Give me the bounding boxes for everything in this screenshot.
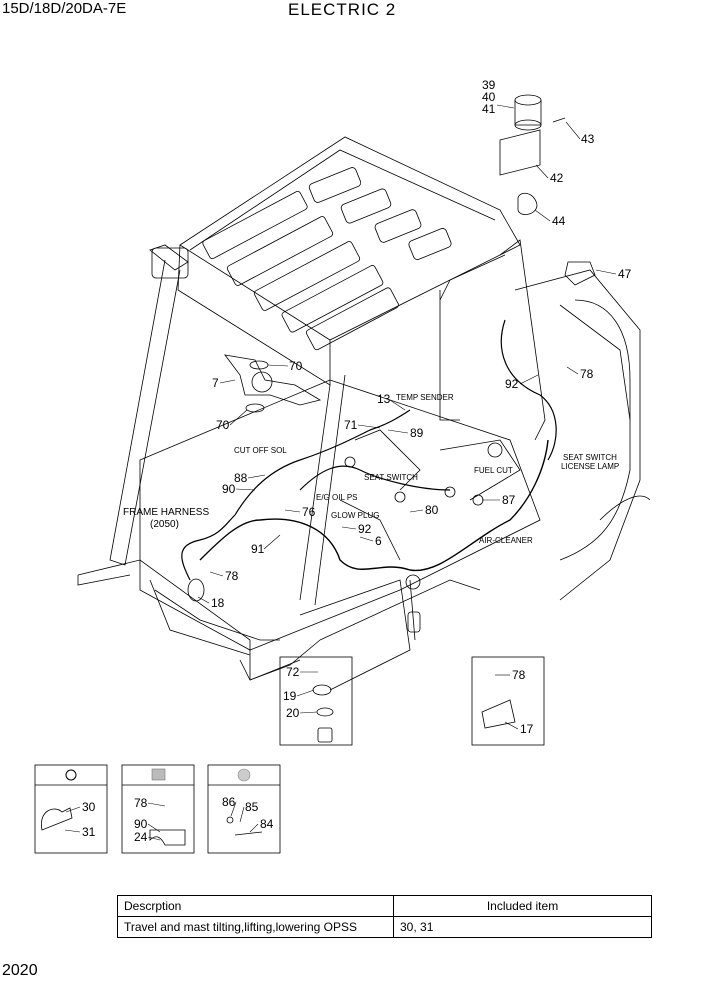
callout-43: 43 [581, 132, 595, 146]
callout-40: 40 [482, 90, 496, 104]
note-cut-off-sol: CUT OFF SOL [234, 446, 287, 455]
callout-76: 76 [302, 505, 316, 519]
callout-86: 86 [222, 795, 236, 809]
callout-78a: 78 [580, 367, 594, 381]
callout-89: 89 [410, 426, 424, 440]
note-glow-plug: GLOW PLUG [331, 511, 379, 520]
callout-70a: 70 [289, 359, 303, 373]
callout-30: 30 [82, 800, 96, 814]
callout-18: 18 [211, 596, 225, 610]
callout-39: 39 [482, 78, 496, 92]
included-items-table: Descrption Included item Travel and mast… [117, 895, 652, 938]
truck-drawing [41, 94, 651, 846]
callout-6: 6 [375, 534, 382, 548]
callout-91: 91 [251, 542, 265, 556]
legend-box-square [121, 764, 195, 854]
callout-72: 72 [286, 665, 300, 679]
circle-symbol-icon [65, 769, 77, 781]
callout-85: 85 [245, 800, 259, 814]
legend-box-circle [34, 764, 108, 854]
table-header-included-item: Included item [393, 895, 652, 917]
callout-78c: 78 [512, 668, 526, 682]
table-header-description: Descrption [117, 895, 394, 917]
model-number: 15D/18D/20DA-7E [2, 0, 127, 17]
table-cell-included-item: 30, 31 [393, 916, 652, 938]
table-cell-description: Travel and mast tilting,lifting,lowering… [117, 916, 394, 938]
callout-44: 44 [552, 214, 566, 228]
page-title: ELECTRIC 2 [288, 0, 397, 19]
callout-78b: 78 [225, 569, 239, 583]
callout-92a: 92 [505, 377, 519, 391]
callout-78d: 78 [134, 796, 148, 810]
note-frame-harness-code: (2050) [150, 519, 179, 530]
note-air-cleaner: AIR-CLEANER [479, 536, 533, 545]
callout-70b: 70 [216, 418, 230, 432]
callout-31: 31 [82, 825, 96, 839]
note-frame-harness: FRAME HARNESS [123, 507, 209, 518]
callout-87: 87 [502, 493, 516, 507]
callout-84: 84 [260, 817, 274, 831]
callout-13: 13 [377, 392, 391, 406]
note-fuel-cut: FUEL CUT [474, 466, 513, 475]
callout-92b: 92 [358, 522, 372, 536]
callout-80: 80 [425, 503, 439, 517]
callout-41: 41 [482, 102, 496, 116]
table-header-row: Descrption Included item [117, 895, 652, 917]
note-license-lamp: LICENSE LAMP [561, 462, 619, 471]
callouts: 39 40 41 42 43 44 47 70 7 70 92 78 13 71… [82, 78, 632, 844]
inset-box-17 [471, 656, 545, 746]
callout-20: 20 [286, 706, 300, 720]
callout-88: 88 [234, 471, 248, 485]
callout-19: 19 [283, 689, 297, 703]
square-symbol-icon [151, 768, 166, 781]
note-temp-sender: TEMP SENDER [396, 393, 454, 402]
note-eg-oil-ps: E/G OIL PS [316, 493, 358, 502]
note-seat-switch: SEAT SWITCH [364, 473, 418, 482]
page-number: 2020 [2, 962, 38, 979]
callout-90: 90 [222, 482, 236, 496]
callout-42: 42 [550, 171, 564, 185]
note-seat-switch-2: SEAT SWITCH [563, 453, 617, 462]
callout-17: 17 [520, 722, 534, 736]
callout-47: 47 [618, 267, 632, 281]
table-row: Travel and mast tilting,lifting,lowering… [117, 916, 652, 938]
callout-71: 71 [344, 418, 358, 432]
callout-24: 24 [134, 830, 148, 844]
inset-box-19-20 [279, 656, 353, 746]
callout-90b: 90 [134, 817, 148, 831]
legend-box-dotted [207, 764, 281, 854]
callout-7: 7 [212, 376, 219, 390]
dotted-circle-symbol-icon [237, 768, 251, 782]
leader-lines [64, 104, 617, 841]
